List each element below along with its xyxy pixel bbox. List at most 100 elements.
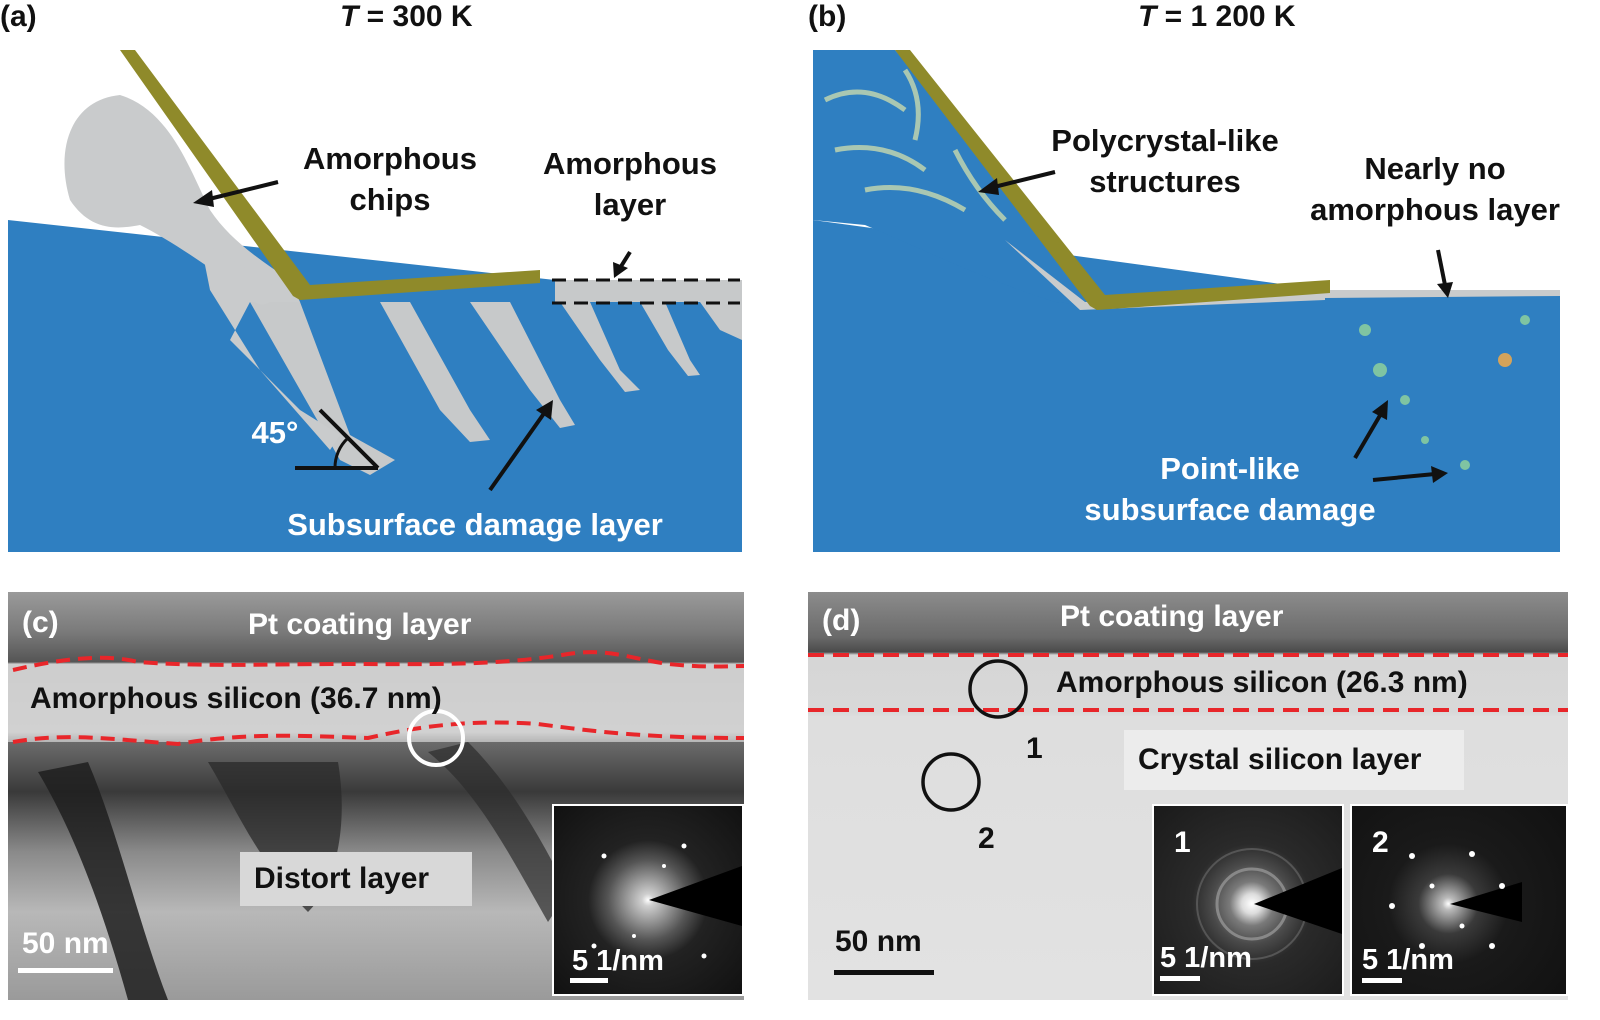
distortion-band <box>38 762 168 1000</box>
diffraction-inset <box>552 804 744 996</box>
crystal-silicon-label: Crystal silicon layer <box>1124 730 1464 790</box>
arrow-head-icon <box>536 400 553 420</box>
beam-stopper <box>649 866 742 926</box>
arrow-line <box>1436 249 1447 286</box>
panel-d-label: (d) <box>822 604 861 637</box>
point-damage <box>1359 324 1371 336</box>
diffraction-spot <box>1409 853 1415 859</box>
amorphous-chip <box>64 95 300 305</box>
arrow-line <box>618 250 632 270</box>
diffraction-inset-2 <box>1350 804 1568 996</box>
diffraction-pattern <box>591 843 742 959</box>
inset-1-number: 1 <box>1174 826 1191 859</box>
diffraction-spot <box>601 853 607 859</box>
diffraction-spot <box>591 943 597 949</box>
silicon-bulk <box>813 220 1560 552</box>
arrow-head-icon <box>1372 400 1388 420</box>
panel-b-simulation <box>813 50 1560 552</box>
panel-a-label: (a) <box>0 0 37 33</box>
inset-2-scale-bar <box>1362 978 1402 983</box>
shear-zone <box>200 240 340 450</box>
amorphous-silicon-label: Amorphous silicon (36.7 nm) <box>30 682 442 715</box>
point-damage <box>1498 353 1512 367</box>
pt-coating-label: Pt coating layer <box>1060 600 1284 633</box>
diffraction-inset-1 <box>1152 804 1344 996</box>
damage-streak <box>250 302 395 475</box>
panel-c-label: (c) <box>22 606 59 639</box>
diffraction-spot <box>1469 851 1475 857</box>
amorphous-band <box>8 664 744 742</box>
scale-bar <box>18 968 113 973</box>
inset-2-scale-label: 5 1/nm <box>1362 944 1454 976</box>
scale-bar <box>834 970 934 975</box>
point-like-damage-label: Point-like subsurface damage <box>1084 451 1376 527</box>
arrow-head-icon <box>1437 282 1453 298</box>
arrow-head-icon <box>978 178 999 195</box>
point-damage <box>1400 395 1410 405</box>
circle-1-label: 1 <box>1026 732 1043 765</box>
diffraction-spot <box>1419 943 1425 949</box>
grain-boundaries <box>823 68 1007 222</box>
diffraction-spot <box>1459 923 1465 929</box>
beam-stopper <box>1450 882 1522 922</box>
temperature-value: = 1 200 K <box>1156 0 1296 33</box>
arrow-line <box>1372 472 1436 482</box>
temperature-value: = 300 K <box>358 0 473 33</box>
diffraction-spot <box>1499 883 1505 889</box>
inset-1-scale-label: 5 1/nm <box>1160 942 1252 974</box>
beam-stopper <box>1254 868 1342 934</box>
inset-scale-bar <box>570 978 608 983</box>
inset-1-scale-bar <box>1160 976 1200 981</box>
distort-layer-label: Distort layer <box>240 852 472 906</box>
diffraction-spot <box>662 864 666 868</box>
point-damage <box>1520 315 1530 325</box>
angle-slope-line <box>318 408 380 470</box>
selected-area-circle <box>407 709 465 767</box>
damage-streak <box>700 302 742 340</box>
selected-area-circle-1 <box>968 659 1028 719</box>
scale-label: 50 nm <box>835 925 922 958</box>
arrow-line <box>204 180 279 202</box>
diffraction-spot <box>1489 943 1495 949</box>
polycrystal-chip <box>813 50 1085 305</box>
arrow-line <box>989 170 1056 190</box>
diffraction-spot <box>1389 903 1395 909</box>
diffraction-pattern <box>1389 851 1522 949</box>
cutting-tool <box>120 50 540 300</box>
amorphous-silicon-label: Amorphous silicon (26.3 nm) <box>1056 666 1468 699</box>
temperature-symbol: T <box>340 0 359 33</box>
temperature-symbol: T <box>1138 0 1157 33</box>
selected-area-circle-2 <box>921 752 981 812</box>
damage-streak <box>640 302 700 376</box>
angle-label: 45° <box>251 415 299 450</box>
amorphous-layer-region <box>555 280 742 302</box>
inset-scale-label: 5 1/nm <box>572 945 664 977</box>
inset-2-number: 2 <box>1372 826 1389 859</box>
diffraction-spot <box>1429 883 1435 889</box>
point-damage <box>1421 436 1429 444</box>
scale-label: 50 nm <box>22 927 109 960</box>
panel-b-temperature: T = 1 200 K <box>1138 0 1296 34</box>
diffraction-spot <box>681 843 687 849</box>
polycrystal-label: Polycrystal-like structures <box>1051 123 1279 199</box>
amorphous-chips-label: Amorphous chips <box>303 141 477 217</box>
circle-2-label: 2 <box>978 822 995 855</box>
panel-a-temperature: T = 300 K <box>340 0 473 34</box>
diffraction-spot <box>632 934 636 938</box>
arrow-head-icon <box>1431 466 1448 483</box>
nearly-no-amorphous-label: Nearly no amorphous layer <box>1310 151 1560 227</box>
panel-c-tem <box>8 592 744 1000</box>
pt-coating-label: Pt coating layer <box>248 608 472 641</box>
dashed-boundary-top <box>12 650 744 672</box>
panel-b-label: (b) <box>808 0 847 33</box>
arrow-line <box>1353 410 1384 460</box>
surface-amorphous-thin <box>1325 290 1560 298</box>
damage-streak <box>470 302 575 428</box>
diffraction-spot <box>701 953 707 959</box>
point-damage <box>1373 363 1387 377</box>
diffraction-pattern <box>1196 848 1342 960</box>
damage-streak <box>560 302 640 392</box>
arrow-head-icon <box>193 190 214 207</box>
cutting-tool <box>895 50 1330 310</box>
amorphous-layer-label: Amorphous layer <box>543 146 717 222</box>
